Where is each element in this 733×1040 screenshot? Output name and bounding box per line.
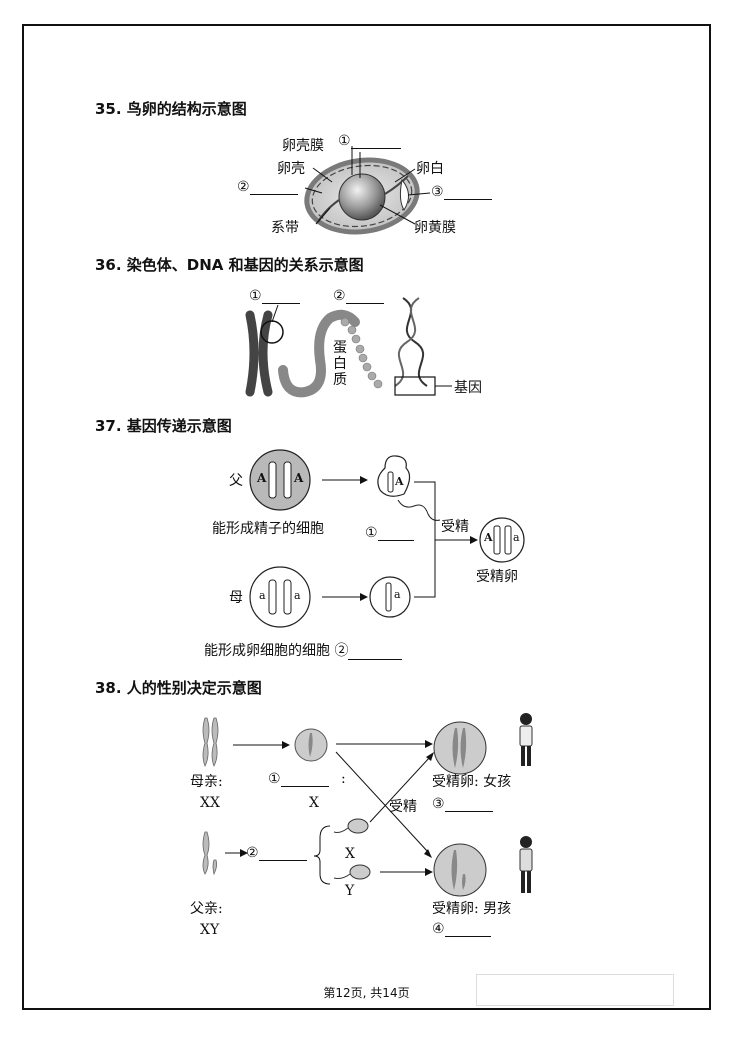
egg-chromosome-x: X [309,795,319,811]
label-q38-fertilization: 受精 [389,796,417,816]
zygote-boy [434,844,486,896]
mother-chromosomes [203,718,218,766]
zygote-girl [434,722,486,774]
sperm-y [334,865,370,879]
q38-blank-2: ② [246,845,307,861]
q38-blank-1: ① [268,771,329,787]
father-genotype: XY [200,922,219,938]
q38-blank-3: ③ [432,796,493,812]
blank-box [476,974,674,1006]
label-father-parent: 父亲: [190,898,223,918]
label-mother-parent: 母亲: [190,771,223,791]
sperm-chromosome-x: X [345,846,355,862]
sperm-x [334,819,368,833]
label-zygote-girl: 受精卵: 女孩 [432,771,511,791]
label-zygote-boy: 受精卵: 男孩 [432,898,511,918]
girl-figure [520,713,532,766]
egg-x-cell [295,729,327,761]
sperm-chromosome-y: Y [345,883,354,899]
boy-figure [520,836,532,893]
mother-genotype: XX [200,795,220,811]
father-chromosomes [203,832,217,874]
q38-blank-4: ④ [432,921,491,937]
q38-colon: : [341,771,346,787]
